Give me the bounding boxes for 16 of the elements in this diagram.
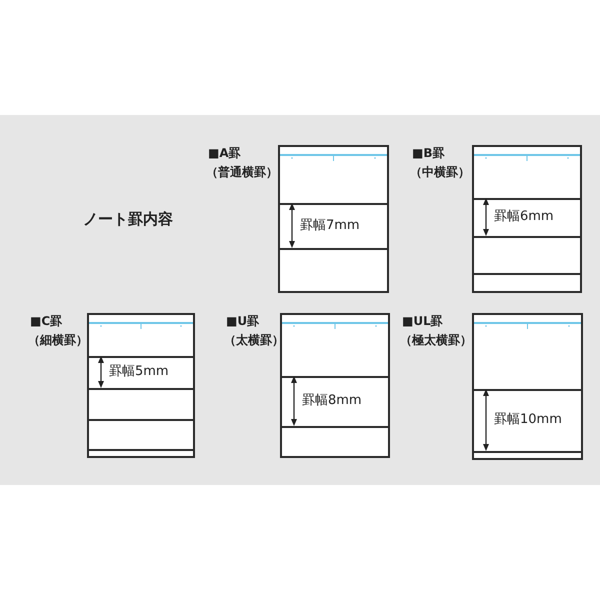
ruling-heading: ■C罫 bbox=[30, 314, 62, 328]
line-spacing-label: 罫幅7mm bbox=[300, 218, 360, 234]
ruling-subheading: （極太横罫） bbox=[400, 333, 472, 347]
ruling-heading: ■UL罫 bbox=[402, 314, 443, 328]
line-spacing-label: 罫幅10mm bbox=[494, 412, 562, 428]
ruling-subheading: （普通横罫） bbox=[206, 165, 278, 179]
ruling-subheading: （中横罫） bbox=[410, 165, 470, 179]
ruling-heading: ■B罫 bbox=[412, 146, 444, 160]
ruling-heading: ■U罫 bbox=[226, 314, 260, 328]
ruling-subheading: （太横罫） bbox=[224, 333, 284, 347]
diagram-title: ノート罫内容 bbox=[83, 210, 173, 229]
line-spacing-label: 罫幅6mm bbox=[494, 209, 554, 225]
ruling-heading: ■A罫 bbox=[208, 146, 241, 160]
line-spacing-label: 罫幅5mm bbox=[109, 364, 169, 380]
ruling-subheading: （細横罫） bbox=[28, 333, 88, 347]
line-spacing-label: 罫幅8mm bbox=[302, 393, 362, 409]
